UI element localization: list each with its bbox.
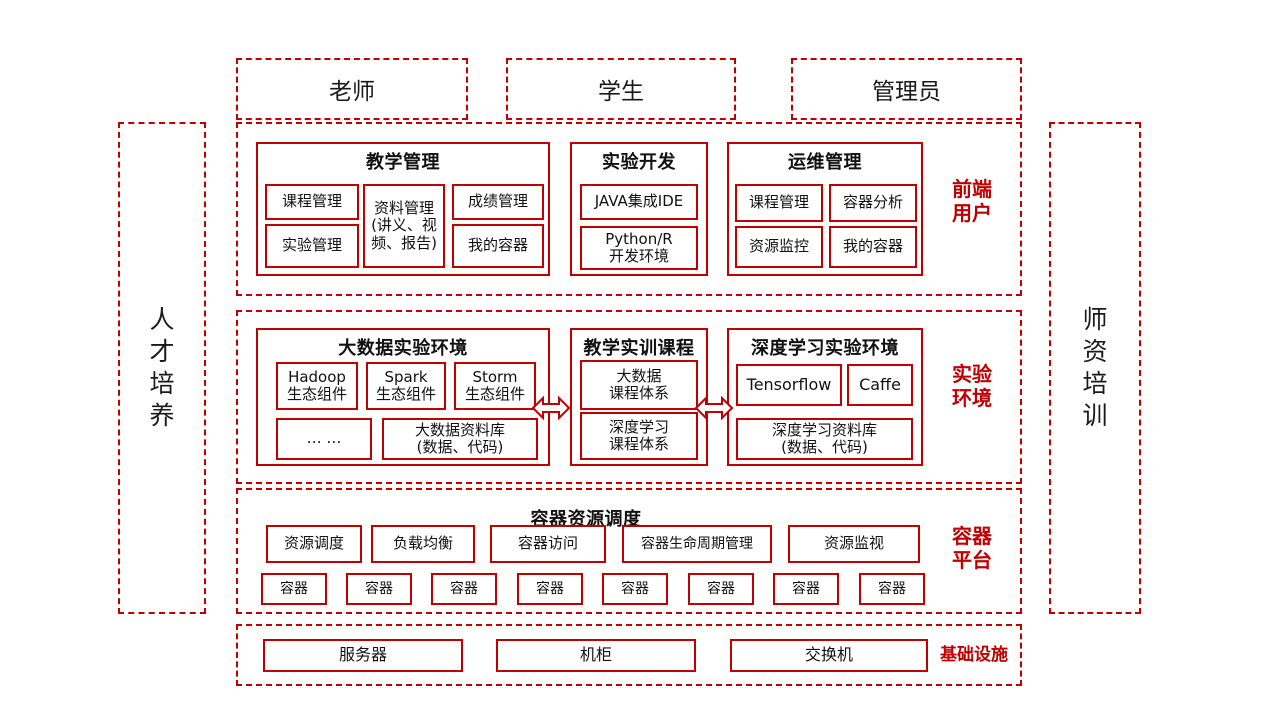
cell-bigdata-library-line1: 大数据资料库 bbox=[414, 420, 505, 439]
layer-label-frontend-users: 前端 用户 bbox=[935, 177, 1009, 225]
arrow-bidirectional-left bbox=[531, 395, 571, 421]
cell-dl-library-line2: (数据、代码) bbox=[781, 438, 868, 456]
cell-deeplearning-course-system[interactable]: 深度学习 课程体系 bbox=[580, 412, 698, 460]
cell-material-management-line1: 资料管理 bbox=[373, 198, 434, 217]
layer-label-experiment-environment: 实验 环境 bbox=[935, 362, 1009, 410]
group-title-experiment-development: 实验开发 bbox=[602, 152, 676, 173]
cell-spark-line2: 生态组件 bbox=[375, 385, 436, 403]
cell-bigdata-course-system[interactable]: 大数据 课程体系 bbox=[580, 360, 698, 410]
cell-dl-course-line2: 课程体系 bbox=[608, 435, 669, 453]
cell-load-balancing[interactable]: 负载均衡 bbox=[371, 525, 475, 563]
cell-resource-watch[interactable]: 资源监视 bbox=[788, 525, 920, 563]
cell-container-3[interactable]: 容器 bbox=[431, 573, 497, 605]
cell-hadoop-line2: 生态组件 bbox=[286, 385, 347, 403]
cell-caffe[interactable]: Caffe bbox=[847, 364, 913, 406]
cell-storm-line1: Storm bbox=[472, 367, 518, 386]
cell-hadoop-line1: Hadoop bbox=[288, 367, 346, 386]
cell-java-ide[interactable]: JAVA集成IDE bbox=[580, 184, 698, 220]
cell-container-1[interactable]: 容器 bbox=[261, 573, 327, 605]
layer-label-container-line2: 平台 bbox=[952, 547, 992, 572]
group-title-ops-management: 运维管理 bbox=[788, 152, 862, 173]
cell-experiment-management[interactable]: 实验管理 bbox=[265, 224, 359, 268]
side-panel-teacher-training[interactable]: 师资培训 bbox=[1049, 122, 1141, 614]
cell-storm-line2: 生态组件 bbox=[464, 385, 525, 403]
container-platform-title: 容器资源调度 bbox=[530, 509, 642, 530]
cell-container-4[interactable]: 容器 bbox=[517, 573, 583, 605]
cell-spark-line1: Spark bbox=[384, 367, 428, 386]
group-title-deeplearning-environment: 深度学习实验环境 bbox=[751, 338, 899, 359]
cell-container-2[interactable]: 容器 bbox=[346, 573, 412, 605]
cell-container-6[interactable]: 容器 bbox=[688, 573, 754, 605]
cell-my-container-ops[interactable]: 我的容器 bbox=[829, 226, 917, 268]
side-panel-label-teacher-training: 师资培训 bbox=[1082, 305, 1108, 430]
role-box-administrator[interactable]: 管理员 bbox=[791, 58, 1022, 120]
layer-label-frontend-line1: 前端 bbox=[952, 177, 992, 201]
cell-container-access[interactable]: 容器访问 bbox=[490, 525, 606, 563]
role-label-student: 学生 bbox=[598, 79, 644, 105]
cell-dl-library-line1: 深度学习资料库 bbox=[771, 420, 877, 439]
layer-label-experiment-line2: 环境 bbox=[952, 385, 992, 410]
cell-hadoop[interactable]: Hadoop 生态组件 bbox=[276, 362, 358, 410]
layer-label-frontend-line2: 用户 bbox=[952, 200, 992, 225]
cell-bigdata-library-line2: (数据、代码) bbox=[416, 438, 504, 456]
group-title-training-course: 教学实训课程 bbox=[583, 338, 695, 359]
cell-deeplearning-library[interactable]: 深度学习资料库 (数据、代码) bbox=[736, 418, 913, 460]
cell-python-r-line1: Python/R bbox=[605, 229, 673, 248]
cell-python-r-environment[interactable]: Python/R 开发环境 bbox=[580, 226, 698, 270]
side-panel-label-talent-development: 人才培养 bbox=[149, 305, 175, 430]
container-platform-title-wrap: 容器资源调度 bbox=[256, 505, 916, 531]
role-box-student[interactable]: 学生 bbox=[506, 58, 736, 120]
cell-tensorflow[interactable]: Tensorflow bbox=[736, 364, 842, 406]
cell-switch[interactable]: 交换机 bbox=[730, 639, 928, 672]
cell-container-lifecycle-management[interactable]: 容器生命周期管理 bbox=[622, 525, 772, 563]
cell-ellipsis[interactable]: … … bbox=[276, 418, 372, 460]
group-title-bigdata-environment: 大数据实验环境 bbox=[338, 338, 468, 359]
side-panel-talent-development[interactable]: 人才培养 bbox=[118, 122, 206, 614]
cell-my-container-teaching[interactable]: 我的容器 bbox=[452, 224, 544, 268]
layer-label-infrastructure-text: 基础设施 bbox=[940, 645, 1008, 665]
cell-material-management[interactable]: 资料管理 (讲义、视 频、报告) bbox=[363, 184, 445, 268]
cell-container-7[interactable]: 容器 bbox=[773, 573, 839, 605]
cell-course-management-teaching[interactable]: 课程管理 bbox=[265, 184, 359, 220]
cell-server[interactable]: 服务器 bbox=[263, 639, 463, 672]
group-title-teaching-management: 教学管理 bbox=[366, 152, 440, 173]
role-label-administrator: 管理员 bbox=[872, 79, 941, 105]
cell-container-8[interactable]: 容器 bbox=[859, 573, 925, 605]
cell-bigdata-course-line1: 大数据 bbox=[616, 366, 662, 385]
layer-label-container-line1: 容器 bbox=[952, 524, 992, 548]
cell-material-management-line3: 频、报告) bbox=[371, 233, 437, 252]
cell-spark[interactable]: Spark 生态组件 bbox=[366, 362, 446, 410]
cell-material-management-line2: (讲义、视 bbox=[371, 216, 437, 235]
cell-resource-scheduling[interactable]: 资源调度 bbox=[266, 525, 362, 563]
layer-label-infrastructure: 基础设施 bbox=[932, 645, 1016, 665]
cell-storm[interactable]: Storm 生态组件 bbox=[454, 362, 536, 410]
cell-score-management[interactable]: 成绩管理 bbox=[452, 184, 544, 220]
cell-course-management-ops[interactable]: 课程管理 bbox=[735, 184, 823, 222]
cell-rack[interactable]: 机柜 bbox=[496, 639, 696, 672]
cell-resource-monitoring[interactable]: 资源监控 bbox=[735, 226, 823, 268]
role-box-teacher[interactable]: 老师 bbox=[236, 58, 468, 120]
cell-bigdata-library[interactable]: 大数据资料库 (数据、代码) bbox=[382, 418, 538, 460]
cell-container-analysis[interactable]: 容器分析 bbox=[829, 184, 917, 222]
cell-bigdata-course-line2: 课程体系 bbox=[608, 384, 669, 402]
cell-container-5[interactable]: 容器 bbox=[602, 573, 668, 605]
layer-label-container-platform: 容器 平台 bbox=[935, 524, 1009, 572]
arrow-bidirectional-right bbox=[694, 395, 734, 421]
role-label-teacher: 老师 bbox=[329, 79, 375, 105]
layer-label-experiment-line1: 实验 bbox=[952, 362, 992, 386]
cell-python-r-line2: 开发环境 bbox=[608, 247, 669, 265]
cell-dl-course-line1: 深度学习 bbox=[608, 417, 669, 436]
